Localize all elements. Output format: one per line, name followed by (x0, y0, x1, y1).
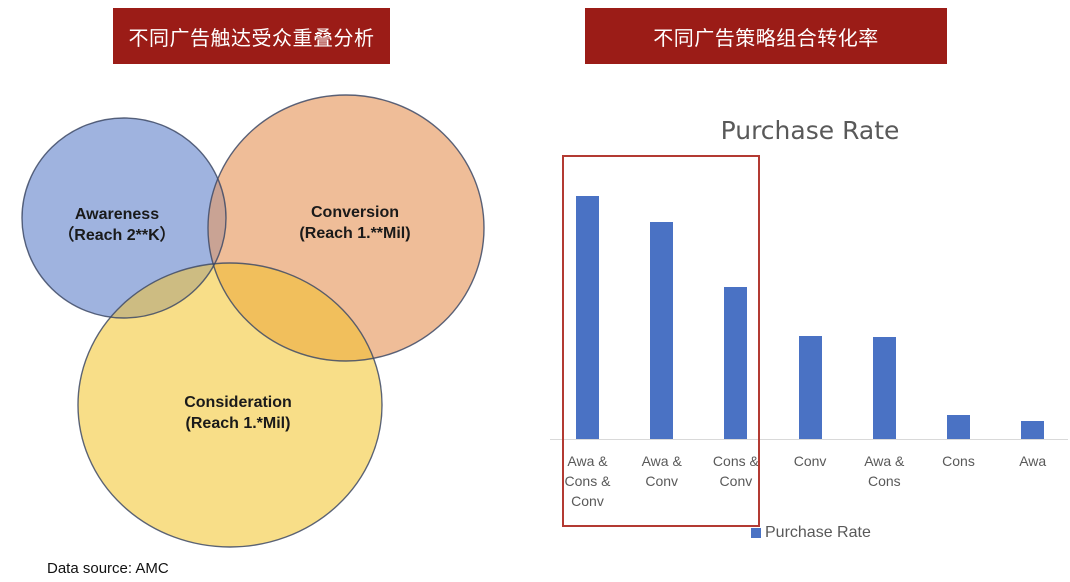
data-source-note: Data source: AMC (47, 560, 169, 577)
legend-label: Purchase Rate (765, 524, 871, 541)
bar (650, 222, 674, 439)
x-axis-tick-label: Awa & Cons & Conv (556, 451, 620, 511)
x-axis-tick-line: Conv (645, 473, 679, 489)
x-axis-tick-label: Cons & Conv (704, 451, 768, 491)
venn-label-awareness: Awareness （Reach 2**K） (58, 204, 175, 246)
chart-section-title: 不同广告策略组合转化率 (585, 8, 947, 64)
x-axis-tick-label: Conv (778, 451, 842, 471)
chart-title: Purchase Rate (720, 116, 900, 145)
venn-section-title: 不同广告触达受众重叠分析 (113, 8, 390, 64)
x-axis-tick-line: Awa & (864, 453, 905, 469)
x-axis-tick-line: Conv (719, 473, 753, 489)
x-axis-tick-line: Cons (942, 453, 975, 469)
venn-set-reach: （Reach 2**K） (58, 227, 176, 244)
venn-set-name: Awareness (74, 206, 160, 223)
x-axis-tick-line: Cons & (712, 453, 759, 469)
x-axis-tick-line: Conv (571, 493, 604, 509)
bar (947, 415, 970, 439)
x-axis-line (550, 439, 1068, 440)
bar (872, 337, 896, 439)
x-axis-tick-line: Awa & (641, 453, 682, 469)
venn-set-name: Consideration (184, 394, 292, 411)
chart-legend: Purchase Rate (751, 524, 871, 542)
venn-label-conversion: Conversion (Reach 1.**Mil) (299, 202, 410, 244)
venn-diagram: Awareness （Reach 2**K） Conversion (Reach 1.… (0, 80, 520, 560)
x-axis-tick-line: Conv (793, 453, 827, 469)
venn-svg (21, 94, 485, 548)
x-axis-tick-line: Awa (1019, 453, 1047, 469)
venn-circle-awareness (22, 118, 226, 318)
venn-set-name: Conversion (310, 204, 400, 221)
bar (724, 287, 748, 439)
x-axis-tick-line: Cons (867, 473, 901, 489)
x-axis-tick-label: Awa & Cons (852, 451, 916, 491)
x-axis-tick-line: Cons & (564, 473, 611, 489)
highlight-box (562, 155, 760, 527)
x-axis-tick-label: Cons (927, 451, 991, 471)
x-axis-tick-line: Awa & (567, 453, 608, 469)
bar (576, 196, 599, 439)
venn-set-reach: (Reach 1.**Mil) (299, 225, 411, 242)
x-axis-tick-label: Awa & Conv (630, 451, 694, 491)
venn-set-reach: (Reach 1.*Mil) (185, 415, 291, 432)
legend-swatch (751, 528, 761, 538)
x-axis-tick-label: Awa (1001, 451, 1065, 471)
bar (1021, 421, 1045, 439)
overlap-conversion-consideration (208, 263, 382, 361)
bar (798, 336, 822, 439)
venn-label-consideration: Consideration (Reach 1.*Mil) (184, 392, 292, 434)
